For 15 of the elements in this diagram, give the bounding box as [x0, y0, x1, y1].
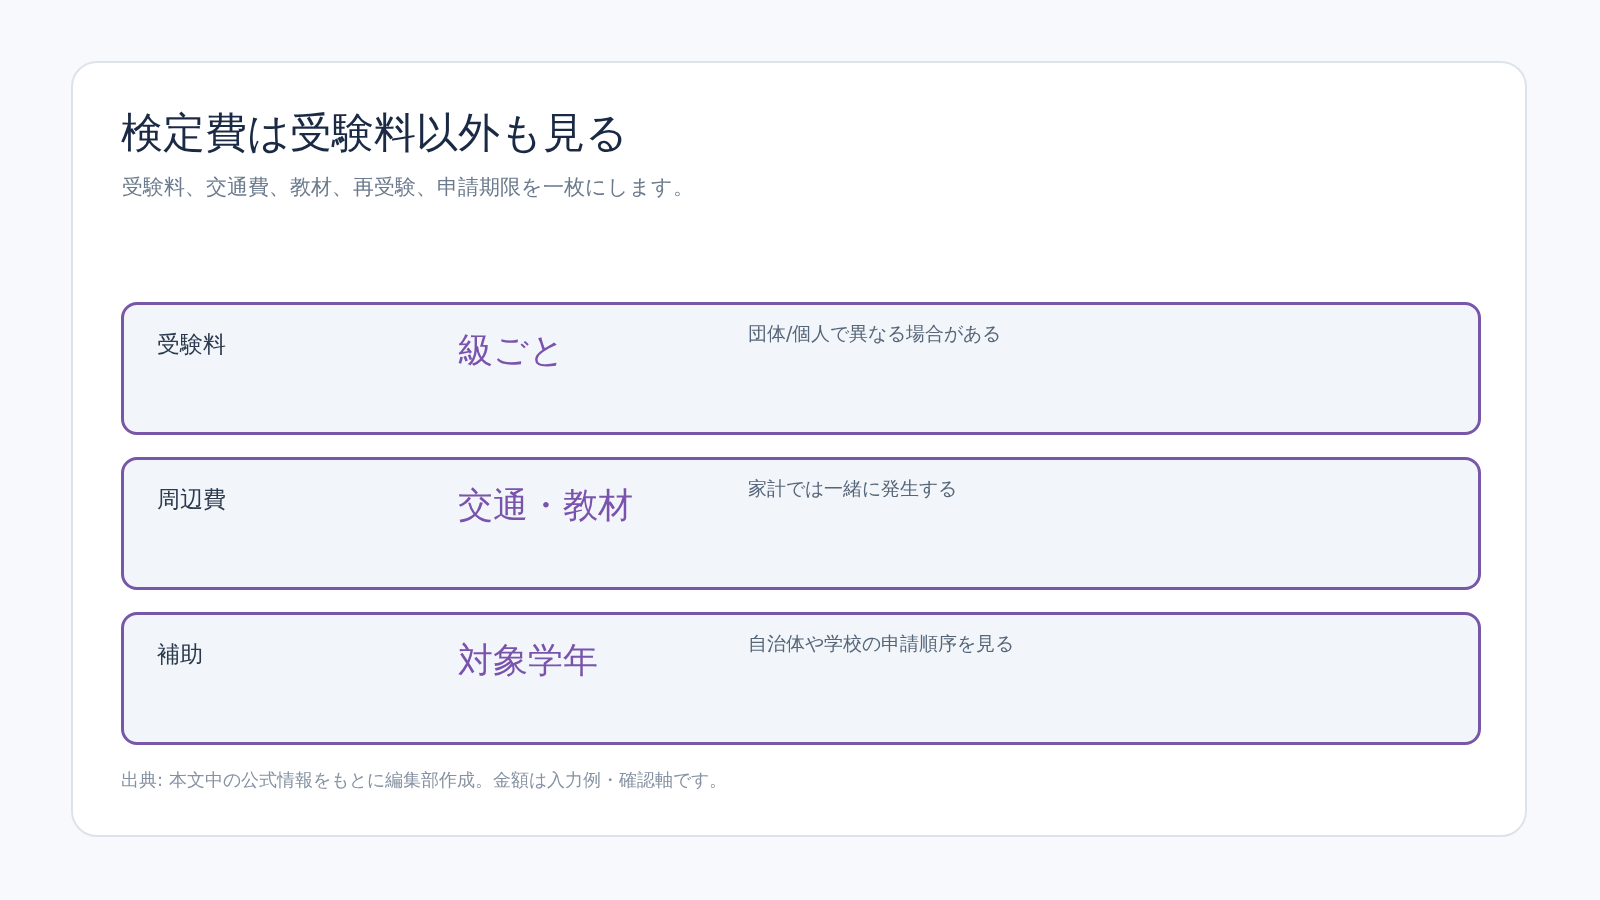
key-value: 対象学年 [458, 639, 598, 681]
note-text: 家計では一緒に発生する [748, 477, 957, 500]
subtitle: 受験料、交通費、教材、再受験、申請期限を一枚にします。 [122, 175, 694, 201]
category-box [121, 457, 1481, 590]
note-text: 自治体や学校の申請順序を見る [748, 632, 1014, 655]
title: 検定費は受験料以外も見る [121, 108, 628, 159]
category-box [121, 612, 1481, 745]
category-label: 周辺費 [157, 486, 226, 514]
key-value: 交通・教材 [458, 484, 633, 526]
source-note: 出典: 本文中の公式情報をもとに編集部作成。金額は入力例・確認軸です。 [121, 769, 727, 791]
category-label: 受験料 [157, 331, 226, 359]
category-label: 補助 [157, 641, 203, 669]
note-text: 団体/個人で異なる場合がある [748, 322, 1002, 345]
key-value: 級ごと [458, 329, 565, 371]
category-box [121, 302, 1481, 435]
